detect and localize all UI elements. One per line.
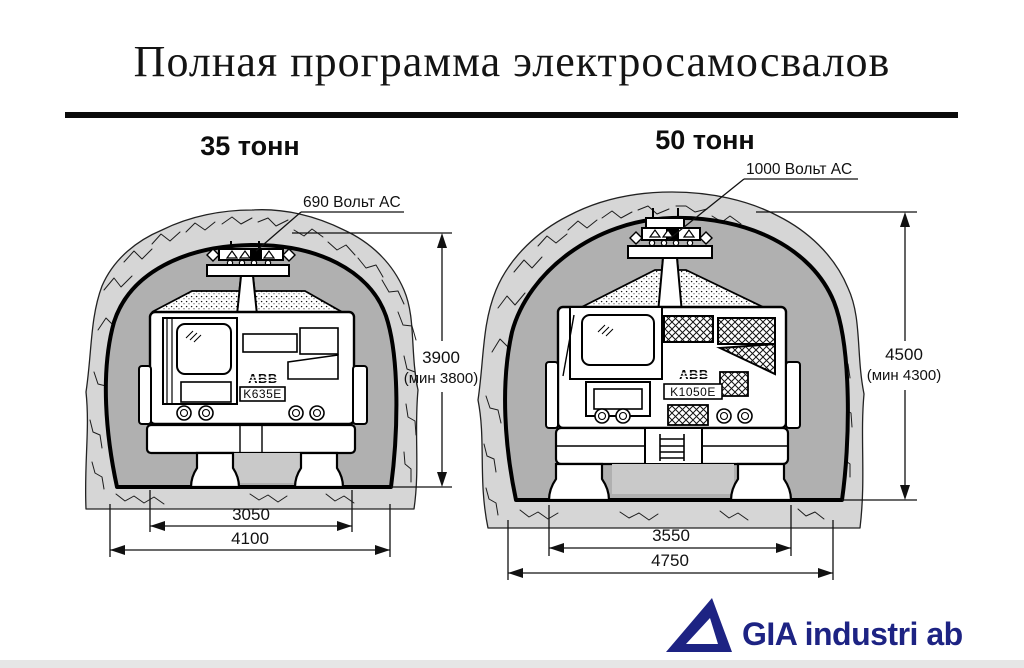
bumper-left [145, 423, 357, 455]
dim-inner-width-left: 3050 [232, 505, 270, 524]
section-heading-35t: 35 тонн [200, 131, 300, 161]
ladder [659, 434, 685, 461]
dim-height-min-right: (мин 4300) [867, 367, 942, 384]
dim-height-min-left: (мин 3800) [404, 370, 479, 387]
dim-height-right: 4500 [885, 345, 923, 364]
dim-inner-width-right: 3550 [652, 526, 690, 545]
dim-outer-width-right: 4750 [651, 551, 689, 570]
tunnel-right: ABB K1050E [477, 161, 942, 580]
model-badge-left [239, 386, 286, 402]
rock-texture-left [89, 216, 418, 505]
dim-height-left: 3900 [422, 348, 460, 367]
grille-mid [719, 371, 749, 397]
cab-window-right [581, 314, 655, 366]
page-title: Полная программа электросамосвалов [133, 37, 891, 86]
dimension-widths-left: 3050 4100 [109, 490, 391, 557]
gia-logo-text: GIA industri ab [742, 616, 963, 652]
tire-left-b [293, 451, 345, 489]
contact-plate-right [627, 245, 713, 259]
truck-k1050e: ABB K1050E [545, 257, 801, 502]
truck-k635e: ABB K635E [138, 275, 368, 489]
grille-top-left [663, 315, 714, 343]
dimension-height-right: 4500 (мин 4300) [756, 211, 942, 501]
truck-lights-left [176, 405, 325, 421]
gia-triangle-icon [666, 598, 732, 652]
title-rule [65, 112, 958, 118]
voltage-callout-right: 1000 Вольт AC [667, 161, 858, 241]
footer-strip [0, 660, 1024, 668]
section-heading-50t: 50 тонн [655, 125, 755, 155]
tire-left-a [189, 451, 241, 489]
dimension-height-left: 3900 (мин 3800) [292, 232, 479, 488]
abb-logo-left: ABB [248, 371, 278, 386]
contact-plate-left [206, 264, 290, 277]
dimension-widths-right: 3550 4750 [507, 505, 834, 580]
abb-logo-right: ABB [679, 367, 709, 382]
tire-right-b [729, 462, 793, 502]
tire-right-a [547, 462, 611, 502]
grille-bottom [667, 404, 709, 426]
grille-top-right [717, 317, 776, 345]
dim-outer-width-left: 4100 [231, 529, 269, 548]
voltage-label-right: 1000 Вольт AC [746, 161, 852, 178]
gia-logo: GIA industri ab [664, 594, 963, 656]
voltage-callout-left: 690 Вольт AC [255, 194, 404, 252]
truck-lights-right [594, 408, 753, 424]
cab-window-left [176, 323, 232, 375]
model-label-left: K635E [243, 387, 282, 401]
model-label-right: K1050E [670, 385, 716, 399]
grille-wedge [716, 342, 776, 376]
tunnel-left: ABB K635E 690 Вольт [84, 194, 479, 557]
model-badge-right [663, 383, 723, 400]
voltage-label-left: 690 Вольт AC [303, 194, 401, 211]
